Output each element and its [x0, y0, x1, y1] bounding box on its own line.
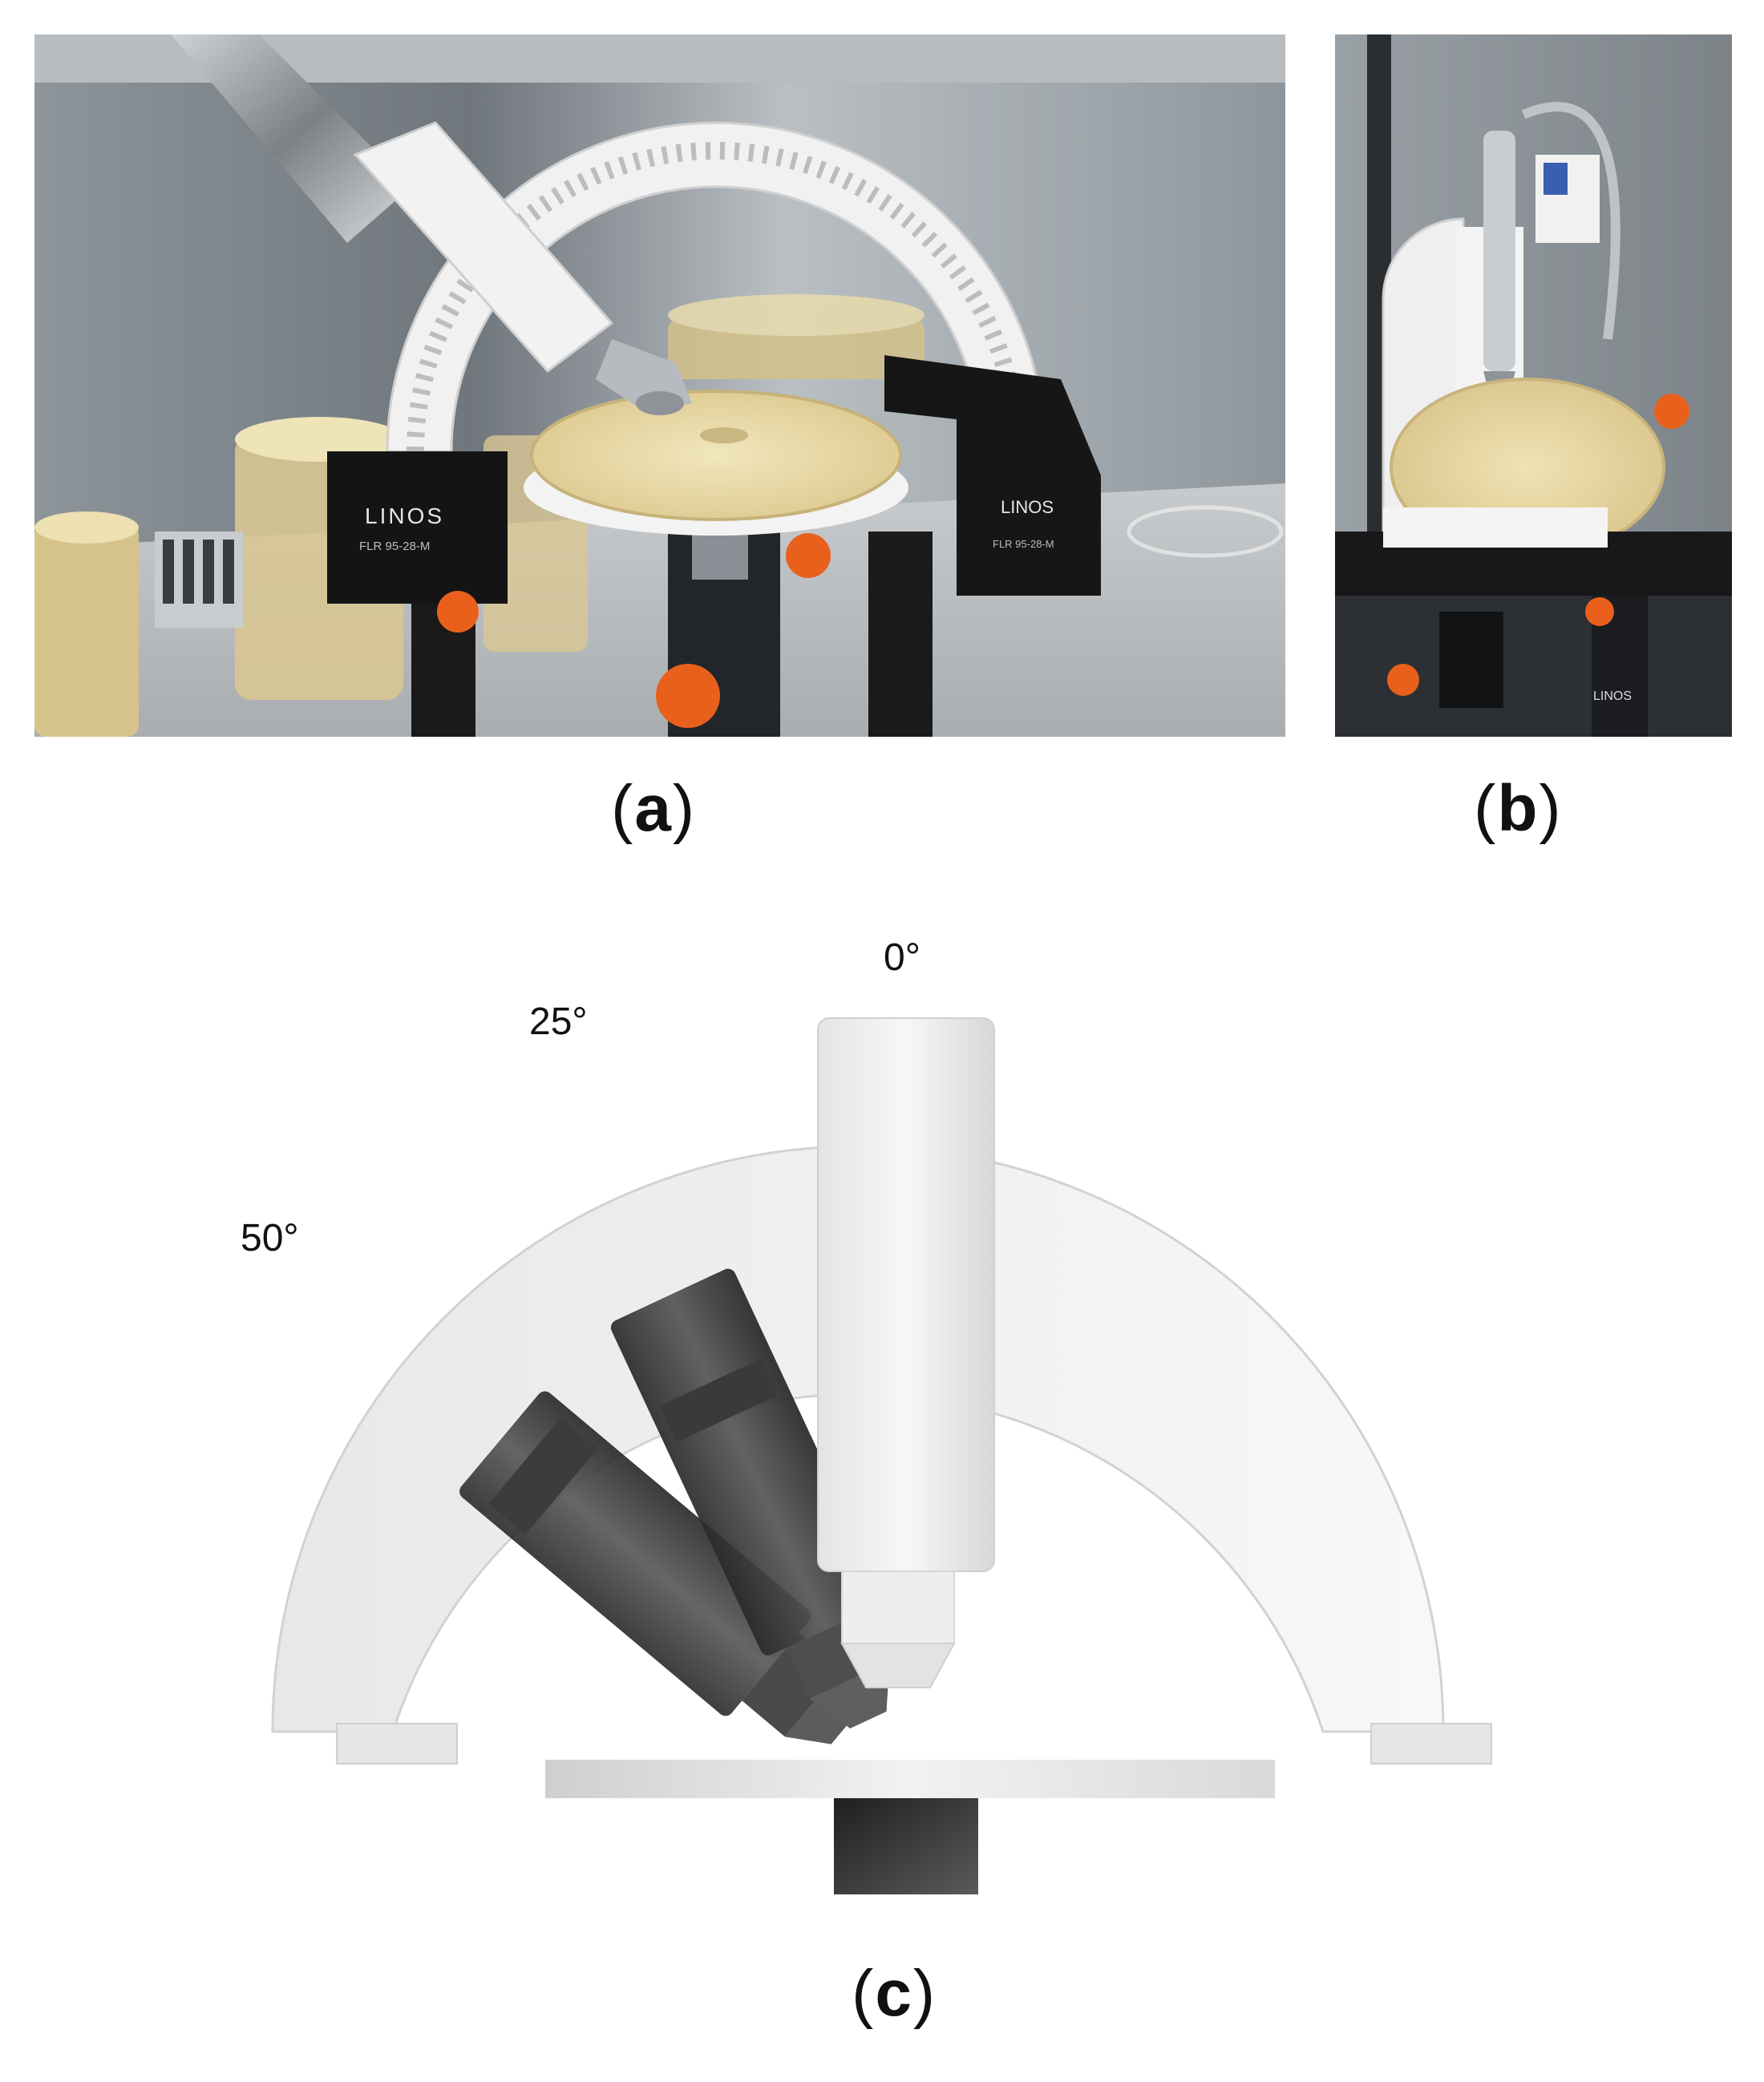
- linos-b-brand: LINOS: [1593, 689, 1632, 703]
- post-right: [868, 532, 933, 737]
- orange-knob-3: [656, 664, 720, 728]
- linos-left-model: FLR 95-28-M: [359, 540, 430, 553]
- orange-knob-b3: [1387, 664, 1419, 696]
- petri-lid: [1127, 505, 1284, 558]
- probe-cable: [1521, 102, 1620, 340]
- linos-right-brand: LINOS: [1001, 497, 1054, 517]
- photo-a: LINOS FLR 95-28-M LINOS FLR 95-28-M: [34, 34, 1285, 737]
- angle-label-25: 25°: [529, 1001, 588, 1043]
- steel-rod: [171, 34, 411, 243]
- orange-knob-b1: [1654, 394, 1689, 429]
- panel-label-c: (c): [852, 1957, 937, 2030]
- arch-foot-left: [336, 1723, 458, 1765]
- angle-diagram: 0° 25° 50°: [241, 898, 1523, 1924]
- probe-0deg: [817, 1017, 995, 1688]
- angle-label-50: 50°: [241, 1217, 299, 1259]
- panel-label-b: (b): [1474, 772, 1563, 845]
- orange-knob-2: [786, 533, 831, 578]
- panel-label-a: (a): [611, 772, 697, 845]
- photo-b: LINOS: [1335, 34, 1732, 737]
- linos-block-right: LINOS FLR 95-28-M: [884, 355, 1101, 596]
- linos-right-model: FLR 95-28-M: [993, 538, 1054, 550]
- angle-label-0: 0°: [884, 936, 920, 979]
- petri-stack-back: [668, 294, 924, 379]
- orange-knob-1: [437, 591, 479, 633]
- probe-body: [1483, 131, 1515, 371]
- petri-dish-a: [530, 390, 902, 521]
- sample-stage: [545, 1760, 1275, 1798]
- linos-block-left: LINOS FLR 95-28-M: [327, 451, 508, 604]
- arch-foot-right: [1370, 1723, 1492, 1765]
- linos-left-brand: LINOS: [365, 503, 444, 528]
- orange-knob-b2: [1585, 597, 1614, 626]
- vent-grill: [155, 532, 243, 628]
- stage-pillar: [834, 1798, 978, 1894]
- printed-holder: [353, 121, 614, 374]
